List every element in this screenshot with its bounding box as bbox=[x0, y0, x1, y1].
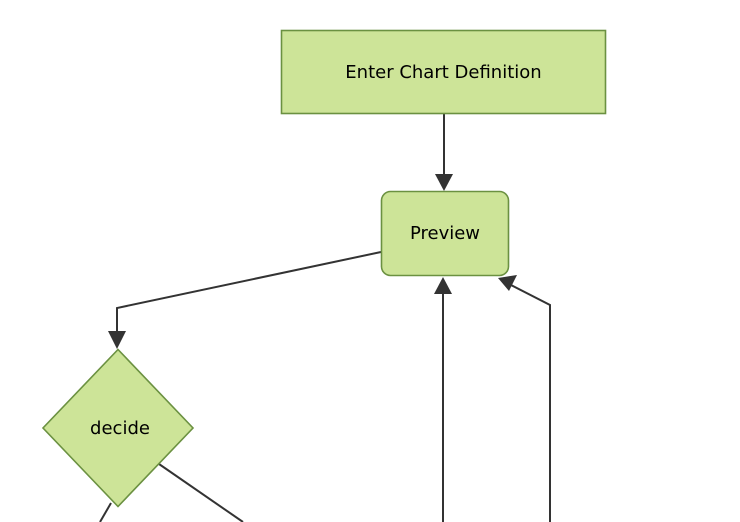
edge-decide-bottom-right bbox=[158, 463, 244, 522]
node-enter-chart-definition[interactable]: Enter Chart Definition bbox=[280, 29, 607, 115]
node-decide-label: decide bbox=[90, 418, 150, 439]
edge-enter-to-preview-arrowhead bbox=[435, 174, 453, 191]
edge-decide-bottom-left-line bbox=[99, 502, 112, 522]
edge-decide-bottom-left bbox=[99, 502, 112, 522]
node-preview-label: Preview bbox=[410, 223, 480, 244]
node-enter-chart-definition-shape[interactable] bbox=[280, 29, 607, 115]
edge-bottom-left-to-preview bbox=[434, 277, 452, 522]
node-preview[interactable]: Preview bbox=[380, 190, 510, 277]
node-decide-shape[interactable] bbox=[41, 348, 195, 508]
edge-bottom-right-to-preview-arrowhead bbox=[498, 275, 517, 291]
node-preview-shape[interactable] bbox=[380, 190, 510, 277]
edge-preview-to-decide bbox=[108, 251, 382, 349]
node-enter-chart-definition-label: Enter Chart Definition bbox=[345, 62, 541, 83]
edge-preview-to-decide-line bbox=[116, 251, 382, 339]
edge-enter-to-preview bbox=[435, 114, 453, 191]
edge-layer bbox=[99, 114, 551, 522]
edge-bottom-right-to-preview bbox=[498, 275, 551, 522]
node-decide[interactable]: decide bbox=[41, 348, 195, 508]
edge-bottom-left-to-preview-arrowhead bbox=[434, 277, 452, 294]
edge-bottom-right-to-preview-line bbox=[506, 282, 551, 522]
edge-decide-bottom-right-line bbox=[158, 463, 244, 522]
edge-preview-to-decide-arrowhead bbox=[108, 331, 126, 349]
node-layer: Enter Chart Definition Preview decide bbox=[41, 29, 607, 508]
